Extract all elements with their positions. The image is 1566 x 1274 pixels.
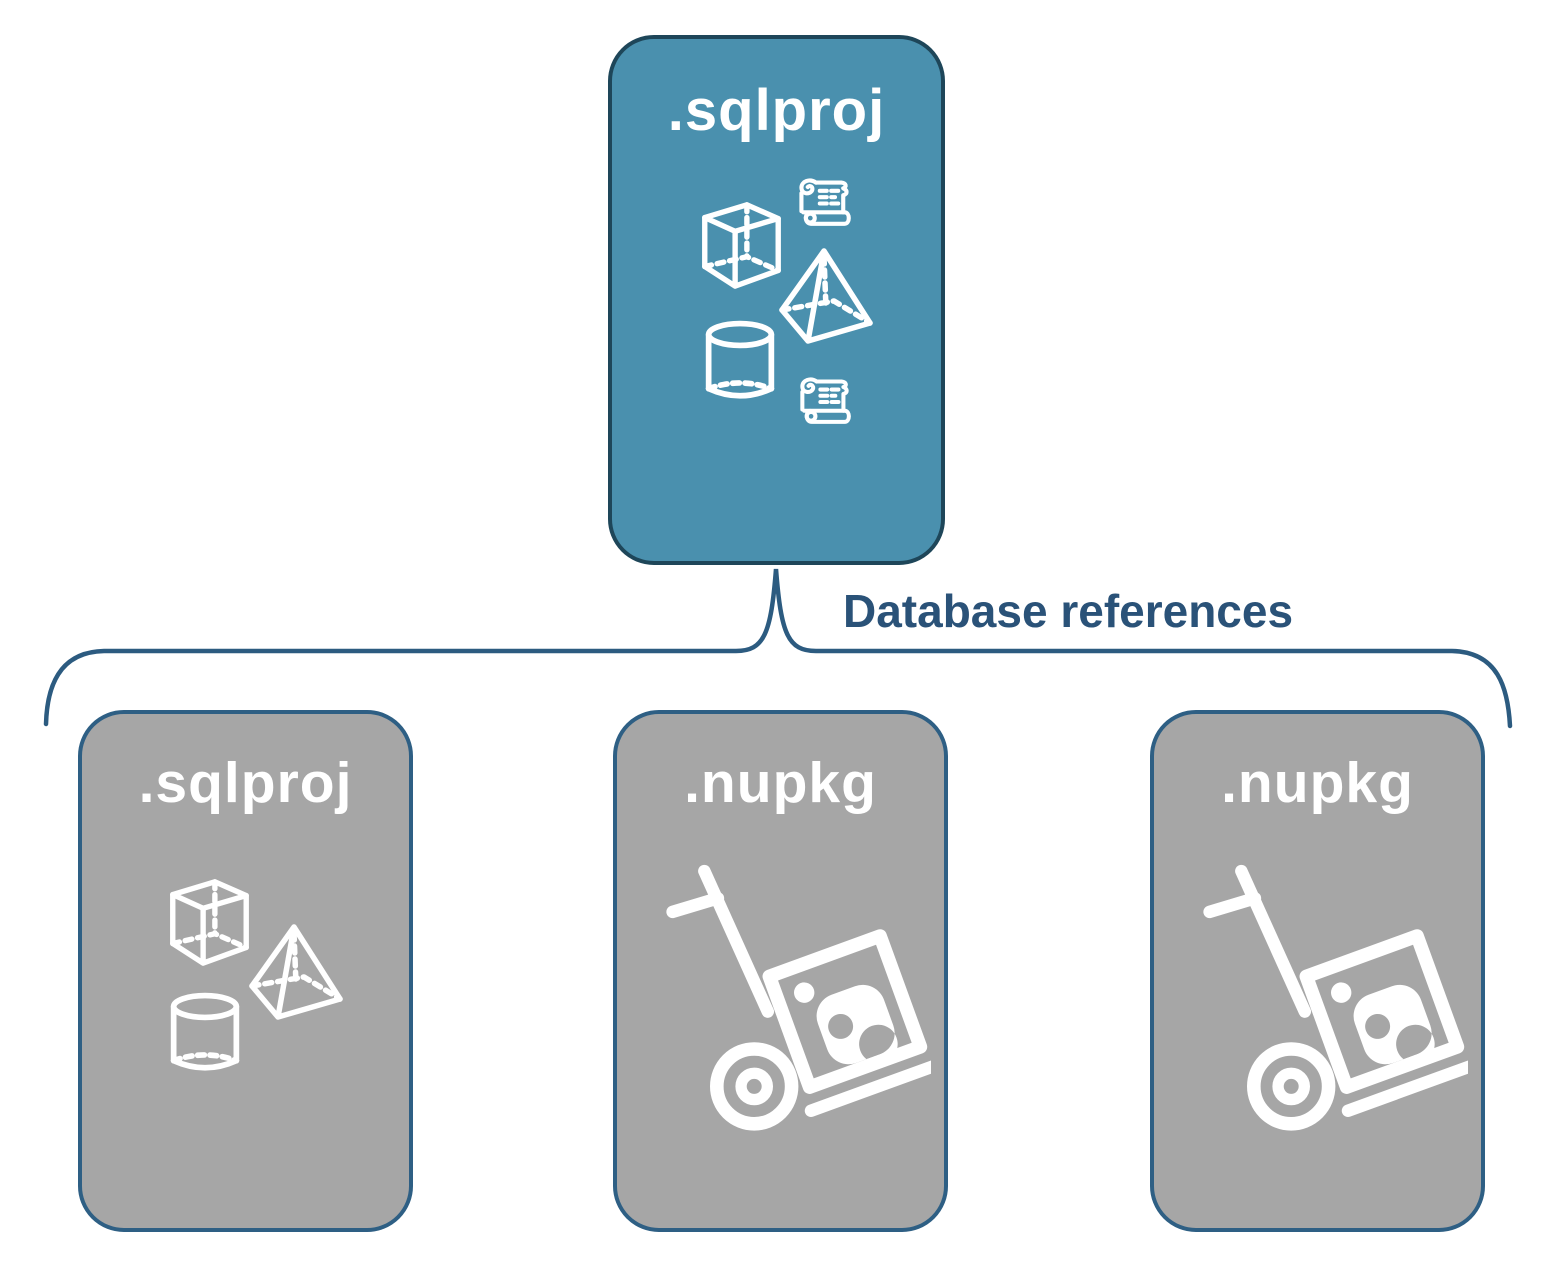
child-node-nupkg-2: .nupkg — [1150, 710, 1485, 1232]
parent-node-sqlproj: .sqlproj — [608, 35, 945, 565]
pyramid-icon — [770, 244, 880, 348]
pyramid-icon — [240, 920, 350, 1024]
child-node-nupkg-1: .nupkg — [613, 710, 948, 1232]
child-node-title: .sqlproj — [138, 751, 353, 815]
scroll-icon — [797, 175, 854, 232]
handtruck-package-icon — [1196, 862, 1468, 1134]
cylinder-icon — [702, 320, 778, 406]
cylinder-icon — [167, 992, 243, 1078]
scroll-icon — [798, 374, 854, 430]
child-node-title: .nupkg — [1221, 751, 1414, 815]
child-node-sqlproj: .sqlproj — [78, 710, 413, 1232]
handtruck-package-icon — [659, 862, 931, 1134]
child-node-title: .nupkg — [684, 751, 877, 815]
parent-node-title: .sqlproj — [667, 78, 886, 143]
connector-label: Database references — [843, 585, 1294, 637]
